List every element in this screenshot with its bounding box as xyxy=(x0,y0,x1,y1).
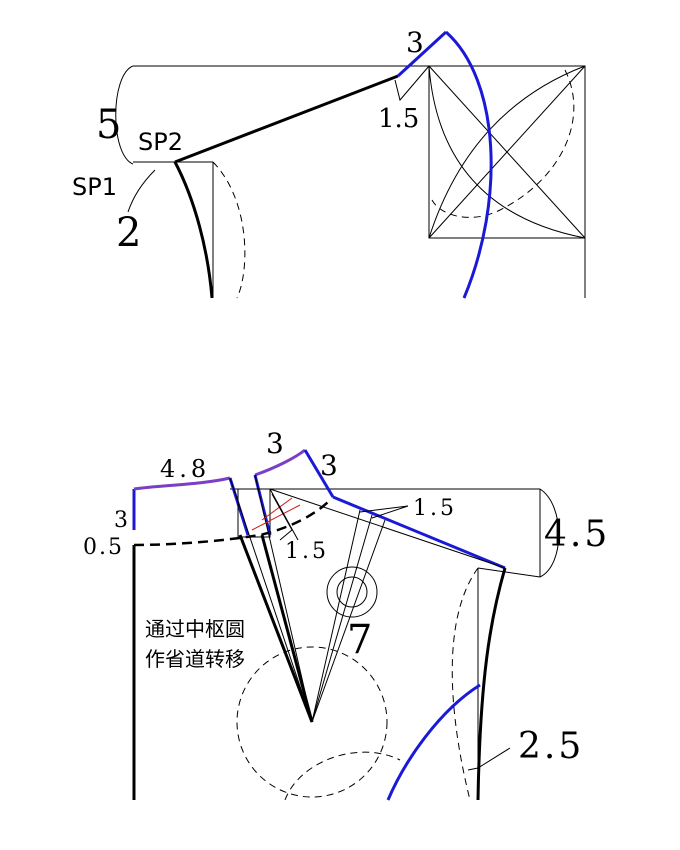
top-shoulder-drop-bracket xyxy=(115,65,134,165)
bottom-neck-small-box xyxy=(237,488,271,538)
bottom-label-neck-right-3: 3 xyxy=(320,449,338,482)
top-neck-width-line xyxy=(396,30,448,78)
bottom-shoulder-dart-left xyxy=(311,509,361,723)
bottom-pivot-circle-inner xyxy=(336,576,368,608)
bottom-armhole-25-pointer xyxy=(467,747,511,771)
top-label-shoulder-drop: 5 xyxy=(96,102,121,148)
bottom-shoulder-line xyxy=(332,495,506,570)
bottom-label-armhole-25: 2.5 xyxy=(518,726,584,767)
top-shoulder-line xyxy=(174,74,399,164)
bottom-neck-blue-right xyxy=(303,449,335,498)
bottom-dart-right-leg xyxy=(260,534,314,723)
top-pattern-diagram: 5 SP2 SP1 2 3 1.5 xyxy=(72,26,586,299)
bottom-label-left-3: 3 xyxy=(114,508,128,533)
top-construction-arc-1 xyxy=(428,65,586,239)
bottom-blue-side-curve xyxy=(386,683,481,801)
bottom-pivot-circle-outer xyxy=(326,566,378,618)
bottom-label-neck-arc-3: 3 xyxy=(266,427,284,460)
top-label-neck-depth: 1.5 xyxy=(378,104,419,134)
bottom-label-left-05: 0.5 xyxy=(83,535,124,560)
bottom-dart-15-pointer-lower xyxy=(271,493,293,541)
bottom-dart-guide-1 xyxy=(229,477,313,723)
bottom-note-line-1: 通过中枢圆 xyxy=(145,617,245,641)
bottom-dart-guide-2 xyxy=(254,474,313,723)
top-label-sp1: SP1 xyxy=(72,173,117,201)
bottom-red-guide-1 xyxy=(251,504,301,531)
bottom-label-dart-7: 7 xyxy=(347,617,372,663)
bottom-armhole-dashed-arc xyxy=(451,567,479,801)
bottom-armhole-curve xyxy=(476,567,507,801)
bottom-dart-left-leg xyxy=(238,534,314,723)
top-label-neck-width: 3 xyxy=(406,26,424,59)
top-armhole-dashed-arc xyxy=(212,161,246,299)
bottom-label-neck-width-48: 4.8 xyxy=(160,455,210,483)
top-armhole-curve xyxy=(173,161,214,299)
bottom-small-diagonal xyxy=(269,488,299,541)
bottom-shoulder-level-line xyxy=(477,567,541,578)
bottom-shoulder-dart-mid xyxy=(311,514,373,723)
top-label-sp-gap: 2 xyxy=(116,210,141,256)
bottom-label-shoulder-45: 4.5 xyxy=(544,514,610,555)
bottom-label-dart-15-lower: 1.5 xyxy=(285,539,329,564)
bottom-note-line-2: 作省道转移 xyxy=(145,647,245,671)
bottom-shoulder-bracket xyxy=(539,488,560,578)
top-dashed-neck-circle xyxy=(431,69,575,218)
bottom-shoulder-thin-line xyxy=(269,488,506,569)
top-label-sp2: SP2 xyxy=(138,128,183,156)
bottom-neck-purple-curve xyxy=(133,476,231,491)
bottom-red-guide-2 xyxy=(261,497,293,521)
top-sp-gap-bracket xyxy=(127,169,156,213)
top-blue-neckline-curve xyxy=(445,30,493,299)
bottom-bust-circle xyxy=(236,646,388,798)
bottom-neck-purple-curve-2 xyxy=(254,448,306,477)
top-neck-depth-pointer xyxy=(394,65,430,102)
bottom-dashed-neckline xyxy=(133,499,331,547)
top-neck-diagonal-2 xyxy=(428,65,586,239)
bottom-lower-dashed-circle xyxy=(284,751,401,801)
bottom-dart-15-pointer-upper xyxy=(359,505,409,519)
bottom-label-dart-15-upper: 1.5 xyxy=(413,496,457,521)
bottom-pattern-diagram: 4.8 3 3 3 0.5 1.5 1.5 4.5 7 2.5 通过中枢圆 作省… xyxy=(83,427,610,801)
bottom-shoulder-dart-right xyxy=(311,519,386,723)
top-neck-square xyxy=(428,65,586,239)
